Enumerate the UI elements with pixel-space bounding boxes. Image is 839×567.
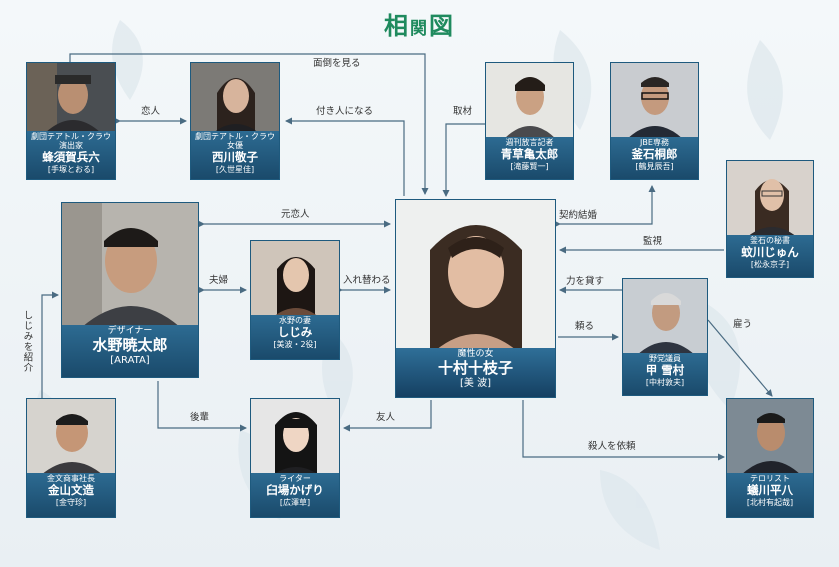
relation-label-chikara: 力を貸す [566, 276, 605, 287]
relation-label-satsujin: 殺人を依頼 [588, 441, 636, 452]
character-role: 水野の妻 [279, 316, 311, 325]
actor-name: [手塚とおる] [47, 164, 95, 174]
relation-label-shuzai: 取材 [453, 106, 473, 117]
portrait-photo [611, 63, 698, 139]
actor-name: [滝藤賢一] [510, 161, 549, 171]
character-role: ライター [279, 474, 311, 483]
character-role: 魔性の女 [457, 349, 494, 359]
character-name: 甲 雪村 [645, 363, 685, 378]
relation-label-mendou: 面倒を見る [313, 58, 361, 69]
character-card-nishikawa[interactable]: 劇団テアトル・クラウ 女優 西川敬子 [久世星佳] [190, 62, 280, 180]
actor-name: [美波・2役] [273, 339, 317, 349]
character-name: 蚊川じゅん [741, 245, 799, 260]
relation-label-kouhai: 後輩 [190, 412, 210, 423]
actor-name: [久世星佳] [215, 164, 255, 174]
portrait-photo [27, 399, 115, 475]
actor-name: [北村有起哉] [746, 497, 794, 507]
actor-name: [金守珍] [55, 497, 87, 507]
portrait-photo [251, 241, 339, 317]
relation-label-fuufu: 夫婦 [209, 275, 229, 286]
relation-label-koibito: 恋人 [141, 106, 161, 117]
relation-label-tsukibito: 付き人になる [316, 106, 374, 117]
character-role: JBE専務 [640, 138, 669, 147]
actor-name: [中村敦夫] [645, 377, 685, 387]
character-card-mizuno[interactable]: デザイナー 水野暁太郎 [ARATA] [61, 202, 199, 378]
character-name: 金山文造 [48, 483, 94, 498]
character-card-ebikawa[interactable]: テロリスト 蟻川平八 [北村有起哉] [726, 398, 814, 518]
character-name: 西川敬子 [212, 150, 258, 165]
character-name: しじみ [277, 325, 313, 340]
character-name: 水野暁太郎 [92, 336, 168, 355]
portrait-photo [251, 399, 339, 475]
character-name: 臼場かげり [266, 483, 324, 498]
portrait-photo [27, 63, 115, 133]
page-title: 相関図 [384, 11, 455, 40]
actor-name: [松永京子] [750, 259, 790, 269]
character-role: 劇団テアトル・クラウ 演出家 [31, 132, 111, 151]
character-card-tomura[interactable]: 魔性の女 十村十枝子 [美 波] [395, 199, 556, 398]
character-role: 金文商事社長 [47, 474, 95, 483]
relation-label-tanomu: 頼る [575, 321, 595, 332]
character-name: 釜石桐郎 [631, 147, 678, 162]
character-name: 十村十枝子 [437, 359, 513, 378]
relation-label-kanshi: 監視 [643, 236, 663, 247]
character-role: 劇団テアトル・クラウ 女優 [195, 132, 275, 151]
character-card-kamaishi[interactable]: JBE専務 釜石桐郎 [鶴見辰吾] [610, 62, 699, 180]
character-role: 釜石の秘書 [750, 236, 790, 245]
character-name: 青草亀太郎 [500, 147, 559, 162]
relation-label-yatou: 雇う [733, 319, 753, 330]
portrait-photo [623, 279, 707, 355]
actor-name: [鶴見辰吾] [635, 161, 674, 171]
character-card-hachisuka[interactable]: 劇団テアトル・クラウ 演出家 蜂須賀兵六 [手塚とおる] [26, 62, 116, 180]
character-name: 蜂須賀兵六 [42, 150, 100, 165]
character-card-usuba[interactable]: ライター 臼場かげり [広澤草] [250, 398, 340, 518]
character-role: 週刊放言記者 [505, 138, 554, 147]
portrait-photo [62, 203, 198, 327]
relation-label-irekawaru: 入れ替わる [343, 275, 391, 286]
character-role: デザイナー [107, 326, 153, 336]
portrait-photo [727, 161, 813, 237]
relation-label-shoukai: しじみを紹介 [21, 310, 33, 373]
portrait-photo [396, 200, 555, 350]
portrait-photo [486, 63, 573, 139]
character-role: テロリスト [750, 474, 790, 483]
character-card-kanayama[interactable]: 金文商事社長 金山文造 [金守珍] [26, 398, 116, 518]
actor-name: [ARATA] [110, 355, 150, 367]
portrait-photo [727, 399, 813, 475]
relation-label-keiyaku: 契約結婚 [559, 210, 598, 221]
relation-label-yuujin: 友人 [376, 412, 396, 423]
relation-label-motokoibito: 元恋人 [281, 209, 310, 220]
actor-name: [広澤草] [279, 497, 311, 507]
character-name: 蟻川平八 [747, 483, 793, 498]
character-card-kagawa[interactable]: 釜石の秘書 蚊川じゅん [松永京子] [726, 160, 814, 278]
actor-name: [美 波] [460, 378, 491, 390]
character-card-ko[interactable]: 野党議員 甲 雪村 [中村敦夫] [622, 278, 708, 396]
character-card-shijimi[interactable]: 水野の妻 しじみ [美波・2役] [250, 240, 340, 360]
character-card-aokusa[interactable]: 週刊放言記者 青草亀太郎 [滝藤賢一] [485, 62, 574, 180]
character-role: 野党議員 [649, 354, 681, 363]
portrait-photo [191, 63, 279, 133]
